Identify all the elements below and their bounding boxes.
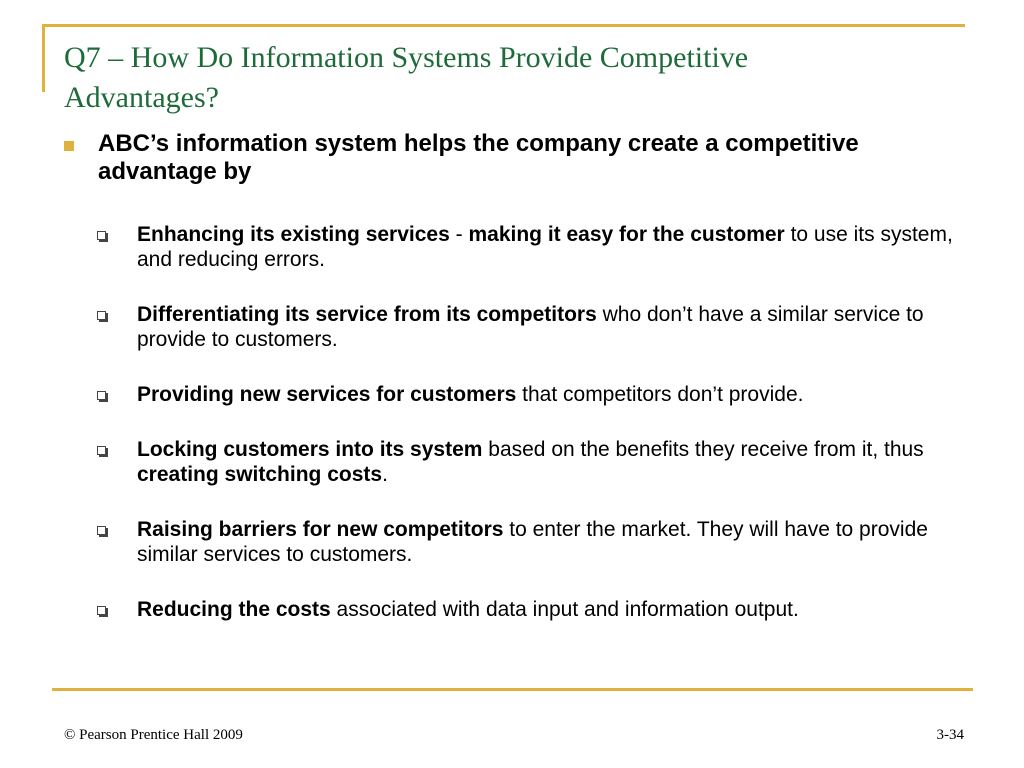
sub-bullet-item: Raising barriers for new competitors to … bbox=[97, 517, 967, 567]
top-border-line bbox=[42, 24, 965, 27]
main-bullet-text: ABC’s information system helps the compa… bbox=[98, 130, 859, 185]
sub-bullet-text: Locking customers into its system based … bbox=[137, 437, 967, 487]
sub-bullet-bold-2: creating switching costs bbox=[137, 463, 383, 486]
sub-bullet-text: Providing new services for customers tha… bbox=[137, 382, 803, 407]
slide-number: 3-34 bbox=[936, 727, 965, 743]
sub-bullet-plain: - bbox=[449, 223, 469, 246]
sub-bullet-bold: Locking customers into its system bbox=[137, 438, 483, 461]
sub-bullet-list: Enhancing its existing services - making… bbox=[97, 222, 967, 652]
sub-bullet-plain: who don’t have a similar service to prov… bbox=[137, 303, 924, 351]
sub-bullet-item: Providing new services for customers tha… bbox=[97, 382, 967, 407]
sub-bullet-text: Enhancing its existing services - making… bbox=[137, 222, 967, 272]
sub-bullet-text: Reducing the costs associated with data … bbox=[137, 597, 799, 622]
footer-divider bbox=[52, 688, 973, 691]
hollow-square-bullet-icon bbox=[97, 231, 106, 240]
sub-bullet-bold: Differentiating its service from its com… bbox=[137, 303, 597, 326]
sub-bullet-bold: Enhancing its existing services bbox=[137, 223, 450, 246]
slide-title-line-2: Advantages? bbox=[64, 81, 219, 114]
slide-title: Q7 – How Do Information Systems Provide … bbox=[64, 38, 964, 118]
hollow-square-bullet-icon bbox=[97, 311, 106, 320]
sub-bullet-text: Differentiating its service from its com… bbox=[137, 302, 967, 352]
hollow-square-bullet-icon bbox=[97, 391, 106, 400]
square-bullet-icon bbox=[64, 141, 74, 151]
sub-bullet-text: Raising barriers for new competitors to … bbox=[137, 517, 967, 567]
hollow-square-bullet-icon bbox=[97, 526, 106, 535]
sub-bullet-item: Differentiating its service from its com… bbox=[97, 302, 967, 352]
sub-bullet-bold: Providing new services for customers bbox=[137, 383, 517, 406]
sub-bullet-bold: Raising barriers for new competitors bbox=[137, 518, 504, 541]
sub-bullet-item: Locking customers into its system based … bbox=[97, 437, 967, 487]
slide-title-line-1: Q7 – How Do Information Systems Provide … bbox=[64, 41, 749, 74]
sub-bullet-item: Reducing the costs associated with data … bbox=[97, 597, 967, 622]
left-border-line bbox=[42, 24, 45, 92]
hollow-square-bullet-icon bbox=[97, 606, 106, 615]
sub-bullet-item: Enhancing its existing services - making… bbox=[97, 222, 967, 272]
sub-bullet-plain: to enter the market. They will have to p… bbox=[137, 518, 928, 566]
sub-bullet-bold-2: making it easy for the customer bbox=[468, 223, 785, 246]
sub-bullet-plain: based on the benefits they receive from … bbox=[482, 438, 924, 461]
footer-copyright: © Pearson Prentice Hall 2009 bbox=[64, 727, 243, 743]
sub-bullet-bold: Reducing the costs bbox=[137, 598, 331, 621]
hollow-square-bullet-icon bbox=[97, 446, 106, 455]
sub-bullet-plain: associated with data input and informati… bbox=[330, 598, 799, 621]
sub-bullet-plain-2: . bbox=[382, 463, 388, 486]
sub-bullet-plain: that competitors don’t provide. bbox=[516, 383, 804, 406]
sub-bullet-plain-2: to use its system, and reducing errors. bbox=[137, 223, 953, 271]
main-bullet: ABC’s information system helps the compa… bbox=[64, 130, 944, 186]
